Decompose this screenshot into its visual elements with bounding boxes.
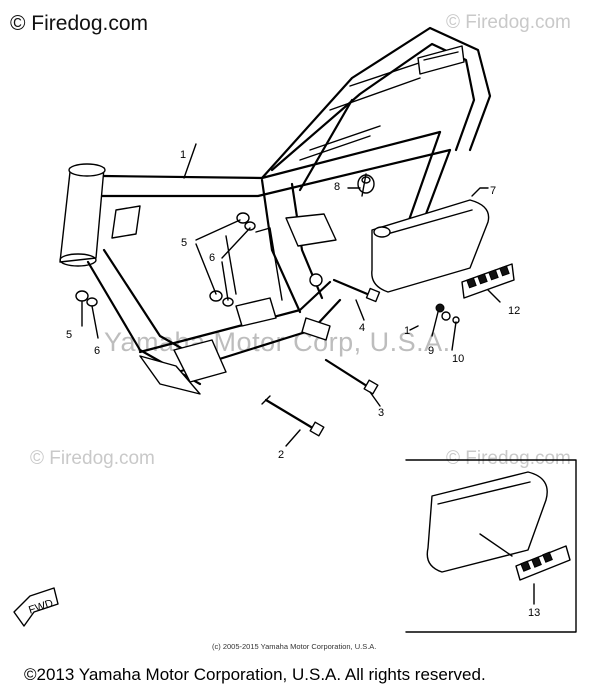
firedog-watermark-faint: © Firedog.com: [446, 448, 571, 469]
emblem-decal: [461, 263, 515, 299]
bolts: [261, 278, 381, 437]
callout-6: 6: [209, 252, 215, 264]
firedog-watermark-faint: © Firedog.com: [446, 12, 571, 33]
side-cover: [371, 199, 490, 293]
footer-copyright: ©2013 Yamaha Motor Corporation, U.S.A. A…: [24, 665, 486, 684]
fwd-arrow-decal: FWD: [13, 587, 59, 627]
inset-side-cover-variant: 13: [405, 459, 577, 633]
callout-4: 4: [359, 322, 365, 334]
callout-2: 2: [278, 449, 284, 461]
callout-12: 12: [508, 305, 520, 317]
firedog-watermark: © Firedog.com: [10, 12, 149, 35]
callout-1: 1: [180, 149, 186, 161]
main-frame: [59, 26, 492, 395]
callout-8: 8: [334, 181, 340, 193]
callout-5-left: 5: [66, 329, 72, 341]
callout-5: 5: [181, 237, 187, 249]
hardware: [75, 174, 460, 324]
callout-13: 13: [528, 607, 540, 619]
callout-7: 7: [490, 185, 496, 197]
callout-3: 3: [378, 407, 384, 419]
leader-lines: [81, 173, 501, 447]
callout-1-side: 1: [404, 325, 410, 337]
callout-6-left: 6: [94, 345, 100, 357]
callout-9: 10: [452, 353, 464, 365]
callout-10: 9: [428, 345, 434, 357]
firedog-watermark-faint: © Firedog.com: [30, 448, 155, 469]
callout-labels: 5 6 8 7 12 4 1 9 10 3 2 5 6 1: [66, 149, 520, 461]
image-copyright: (c) 2005-2015 Yamaha Motor Corporation, …: [212, 642, 377, 651]
